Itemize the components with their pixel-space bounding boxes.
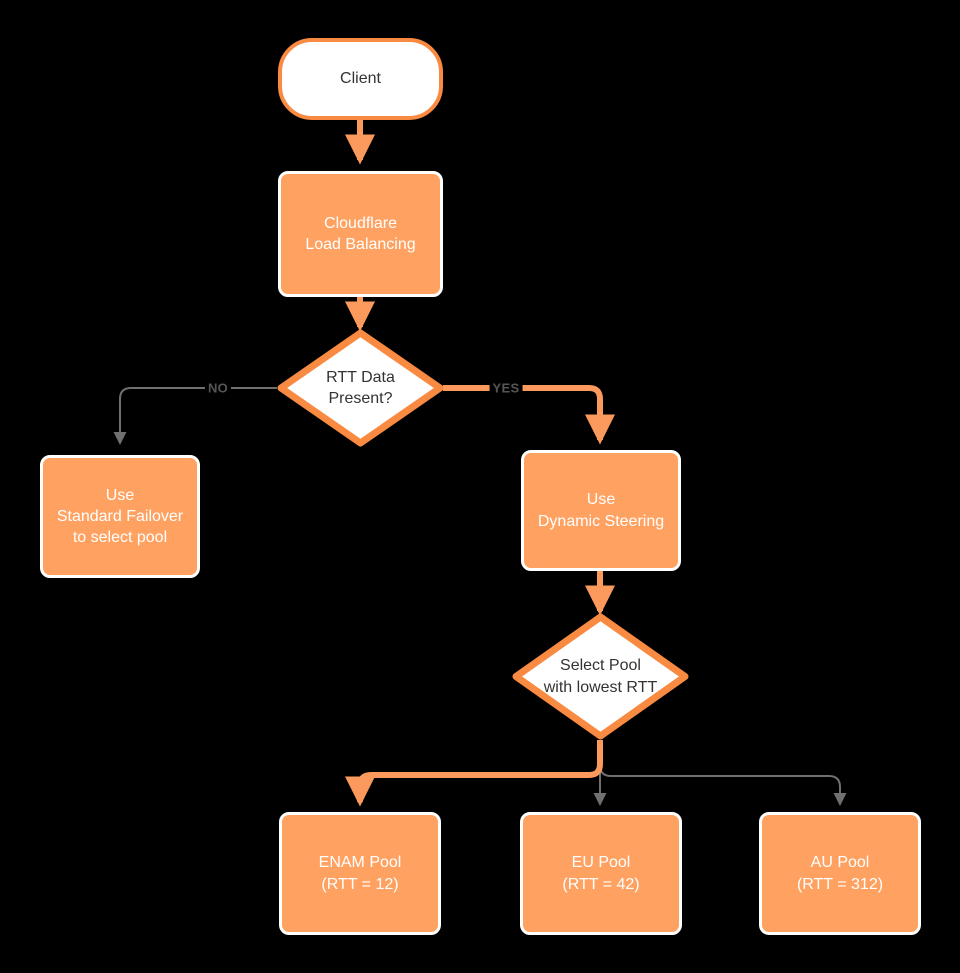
node-dynamic-steering-line-1: Use [586,491,616,509]
node-rtt-data-present-decision[interactable]: RTT Data Present? [277,329,444,447]
node-rtt-decision-line-1: RTT Data [326,368,395,386]
node-au-pool-line-1: AU Pool [810,854,870,872]
node-clb-line-1: Cloudflare [324,214,397,232]
edge-label-yes: YES [489,380,523,396]
node-client[interactable]: Client [278,38,443,120]
node-select-pool-line-2: with lowest RTT [543,678,658,696]
edge-rtt-decision-yes-to-dynamic-steering [443,385,615,445]
node-enam-pool-paren-open: ( [321,875,327,893]
node-dynamic-steering-line-2: Dynamic Steering [537,512,665,530]
node-client-line-1: Client [340,70,381,88]
node-eu-pool-line-1: EU Pool [571,854,631,872]
node-standard-failover-line-3: to select pool [72,529,168,547]
edge-select-pool-to-enam-pool [345,740,603,807]
node-clb-line-2: Load Balancing [305,236,416,253]
node-eu-pool-line-2: (RTT = 42) [562,875,640,893]
diamond-shape [512,613,689,740]
edge-select-pool-to-au-pool [599,740,847,806]
node-standard-failover[interactable]: Use Standard Failover to select pool [40,455,200,578]
node-standard-failover-line-1: Use [105,486,135,504]
node-enam-pool-paren-close: ) [393,875,399,893]
node-eu-pool[interactable]: EU Pool (RTT = 42) [520,812,682,935]
diamond-shape [277,329,444,447]
node-dynamic-steering[interactable]: Use Dynamic Steering [521,450,681,571]
edge-rtt-decision-no-to-standard-failover [113,387,277,445]
node-rtt-decision-line-2: Present? [328,390,393,407]
node-au-pool[interactable]: AU Pool (RTT = 312) [759,812,921,935]
node-enam-pool-rtt-value: RTT = 12 [326,875,394,893]
node-select-pool-line-1: Select Pool [560,657,641,675]
node-cloudflare-load-balancing[interactable]: Cloudflare Load Balancing [278,171,443,297]
node-au-pool-line-2: (RTT = 312) [796,875,884,893]
node-enam-pool[interactable]: ENAM Pool (RTT = 12) [279,812,441,935]
node-select-pool-lowest-rtt-decision[interactable]: Select Pool with lowest RTT [512,613,689,740]
node-enam-pool-line-1: ENAM Pool [318,854,402,872]
node-enam-pool-line-2: (RTT = 12) [319,874,402,895]
node-standard-failover-line-2: Standard Failover [56,507,184,525]
edge-label-no: NO [204,380,232,396]
